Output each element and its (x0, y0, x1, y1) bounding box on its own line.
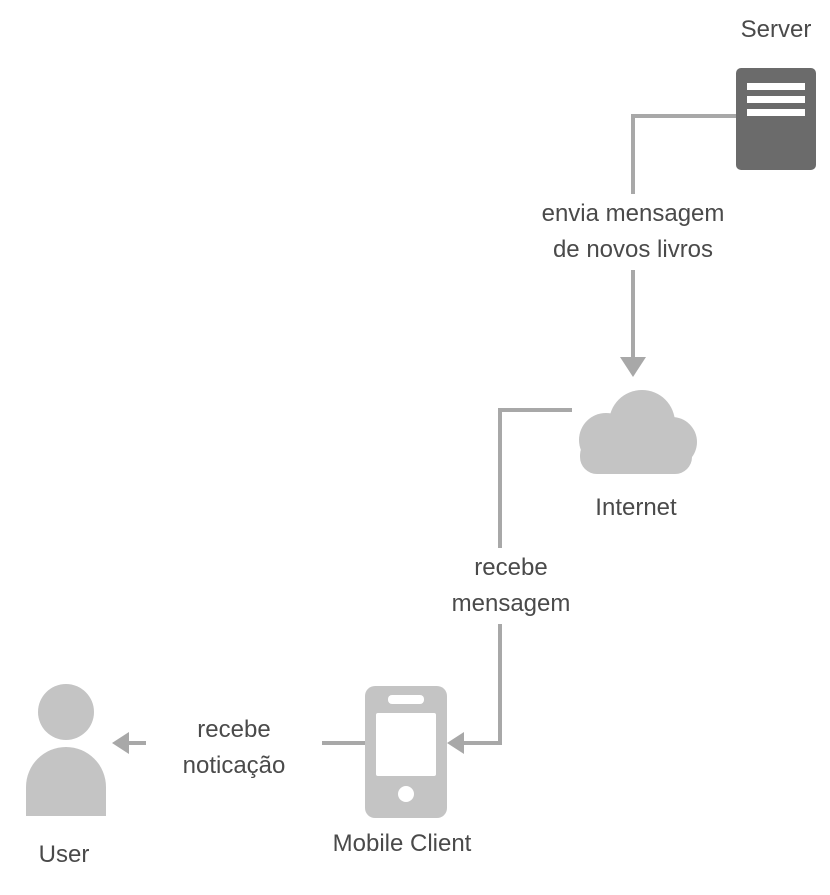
edge-label-line: noticação (182, 752, 286, 779)
server-slot-bar (747, 83, 805, 90)
server-slot-bar (747, 96, 805, 103)
edge-label-line: de novos livros (552, 236, 714, 263)
internet-label: Internet (595, 494, 677, 521)
edge-label-line: envia mensagem (541, 200, 725, 227)
edge-label-server-internet: envia mensagem de novos livros (518, 194, 748, 270)
cloud-icon (566, 380, 706, 476)
edge-label-line: recebe (197, 716, 271, 743)
user-icon-body (26, 747, 106, 816)
mobile-client-label: Mobile Client (332, 830, 472, 857)
phone-screen (376, 713, 436, 776)
connector-internet-to-phone (463, 741, 502, 745)
edge-label-line: mensagem (451, 590, 571, 617)
server-icon (736, 68, 816, 170)
edge-label-line: recebe (474, 554, 548, 581)
user-label: User (38, 841, 90, 868)
phone-speaker (388, 695, 424, 704)
arrow-down-icon (620, 357, 646, 377)
edge-label-internet-mobile: recebe mensagem (426, 548, 596, 624)
connector-server-horizontal (631, 114, 736, 118)
server-slot-bar (747, 109, 805, 116)
arrow-left-phone-icon (447, 732, 464, 754)
mobile-client-icon (365, 686, 447, 818)
user-icon-head (38, 684, 94, 740)
phone-home-button (398, 786, 414, 802)
connector-internet-horizontal (498, 408, 572, 412)
server-label: Server (740, 16, 812, 43)
arrow-left-user-icon (112, 732, 129, 754)
edge-label-mobile-user: recebe noticação (146, 710, 322, 786)
